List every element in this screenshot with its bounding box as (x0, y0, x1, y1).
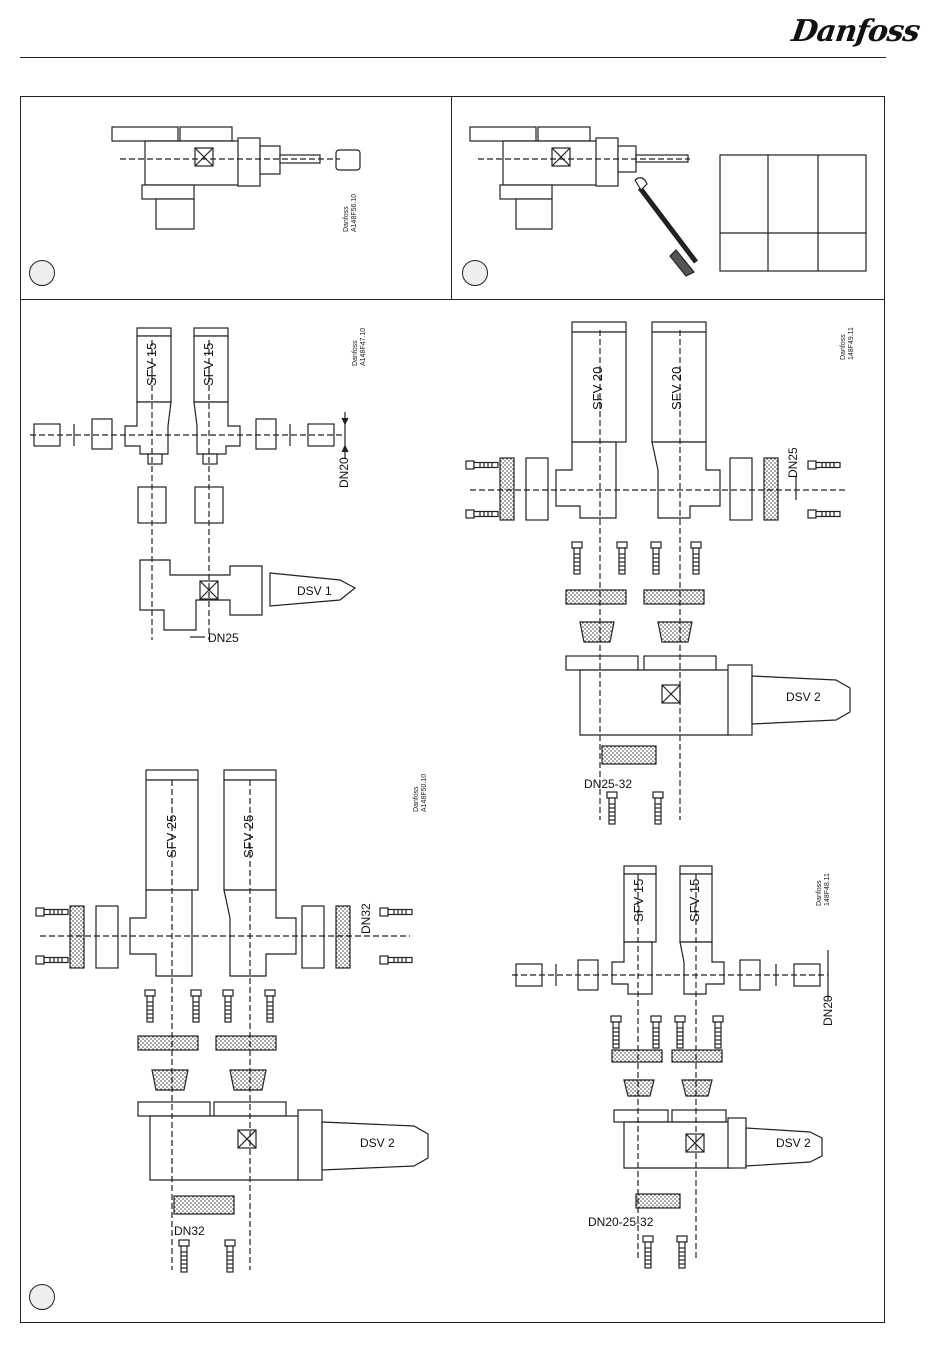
panel3-sfv-right-label: SFV 15 (203, 343, 215, 386)
panel4-drawing-code: Danfoss 148F49.11 (840, 327, 856, 360)
panel3-sfv-left-label: SFV 15 (146, 343, 158, 386)
panel4-dn-bottom-label: DN25-32 (584, 778, 632, 790)
panel4-dn-side-label: DN25 (787, 447, 799, 478)
panel1-drawing-code: Danfoss A148F56.10 (343, 194, 359, 232)
panel6-sfv-right-label: SFV 15 (689, 879, 701, 922)
panel5-drawing-code: Danfoss A148F50.10 (413, 774, 429, 812)
panel4-sfv-right-label: SFV 20 (671, 367, 683, 410)
panel5-dn-side-label: DN32 (360, 903, 372, 934)
panel2-step-marker (462, 260, 488, 286)
panel1-step-marker (29, 260, 55, 286)
panel6-drawing-code: Danfoss 148F48.11 (816, 873, 832, 906)
panel6-dn-bottom-label: DN20-25-32 (588, 1216, 653, 1228)
panel4-sfv-left-label: SFV 20 (592, 367, 604, 410)
panel6-sfv-left-label: SFV 15 (633, 879, 645, 922)
panel5-dn-bottom-label: DN32 (174, 1225, 205, 1237)
panel3-drawing-code: Danfoss A148F47.10 (352, 328, 368, 366)
panel3-dsv-label: DSV 1 (297, 585, 332, 597)
panel5-dsv-label: DSV 2 (360, 1137, 395, 1149)
panel6-dsv-label: DSV 2 (776, 1137, 811, 1149)
panel5-sfv-left-label: SFV 25 (166, 815, 178, 858)
panel6-dn-side-label: DN20 (822, 995, 834, 1026)
panel5-step-marker (29, 1284, 55, 1310)
panel4-dsv-label: DSV 2 (786, 691, 821, 703)
panel5-sfv-right-label: SFV 25 (243, 815, 255, 858)
panel3-dn-side-label: DN20 (338, 457, 350, 488)
panel3-dn-bottom-label: DN25 (208, 632, 239, 644)
